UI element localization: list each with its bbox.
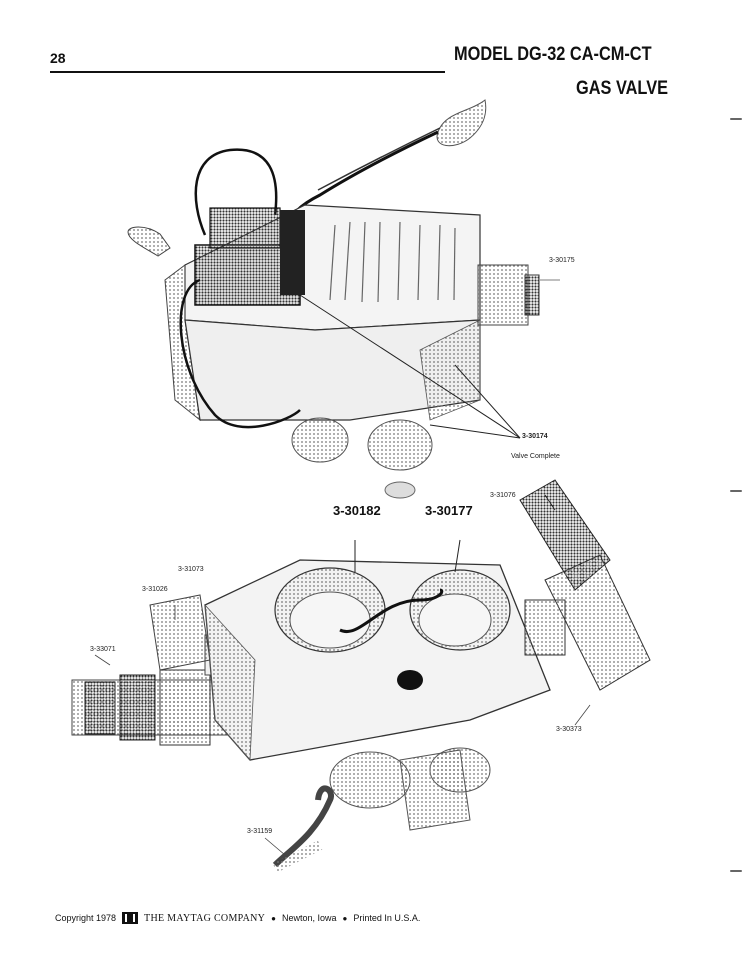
page-number: 28	[50, 50, 66, 66]
company-name: THE MAYTAG COMPANY	[144, 912, 266, 924]
label-3-31026: 3-31026	[142, 586, 168, 593]
copyright-text: Copyright 1978	[55, 913, 117, 923]
top-valve-photo	[127, 99, 560, 499]
label-3-30373: 3-30373	[556, 726, 582, 733]
label-3-30182: 3-30182	[333, 503, 381, 518]
location-text: Newton, Iowa	[282, 913, 337, 923]
label-3-31073: 3-31073	[178, 566, 204, 573]
header-rule	[50, 71, 445, 73]
bottom-valve-photo	[71, 479, 651, 873]
maytag-logo-icon	[122, 912, 139, 924]
label-3-31076: 3-31076	[490, 492, 516, 499]
label-3-33071: 3-33071	[90, 646, 116, 653]
scan-edge-mark	[730, 870, 742, 872]
printed-text: Printed In U.S.A.	[353, 913, 421, 923]
label-valve-complete: Valve Complete	[511, 453, 560, 460]
label-3-31159: 3-31159	[247, 828, 273, 835]
bullet-icon: ●	[342, 913, 348, 923]
label-3-30174: 3-30174	[522, 433, 548, 440]
label-3-30177: 3-30177	[425, 503, 473, 518]
scan-edge-mark	[730, 490, 742, 492]
section-title: GAS VALVE	[576, 78, 669, 99]
scan-edge-mark	[730, 118, 742, 120]
bullet-icon: ●	[271, 913, 276, 923]
label-3-30175: 3-30175	[549, 257, 575, 264]
model-title: MODEL DG-32 CA-CM-CT	[454, 44, 652, 65]
footer: Copyright 1978 THE MAYTAG COMPANY ● Newt…	[55, 912, 420, 924]
